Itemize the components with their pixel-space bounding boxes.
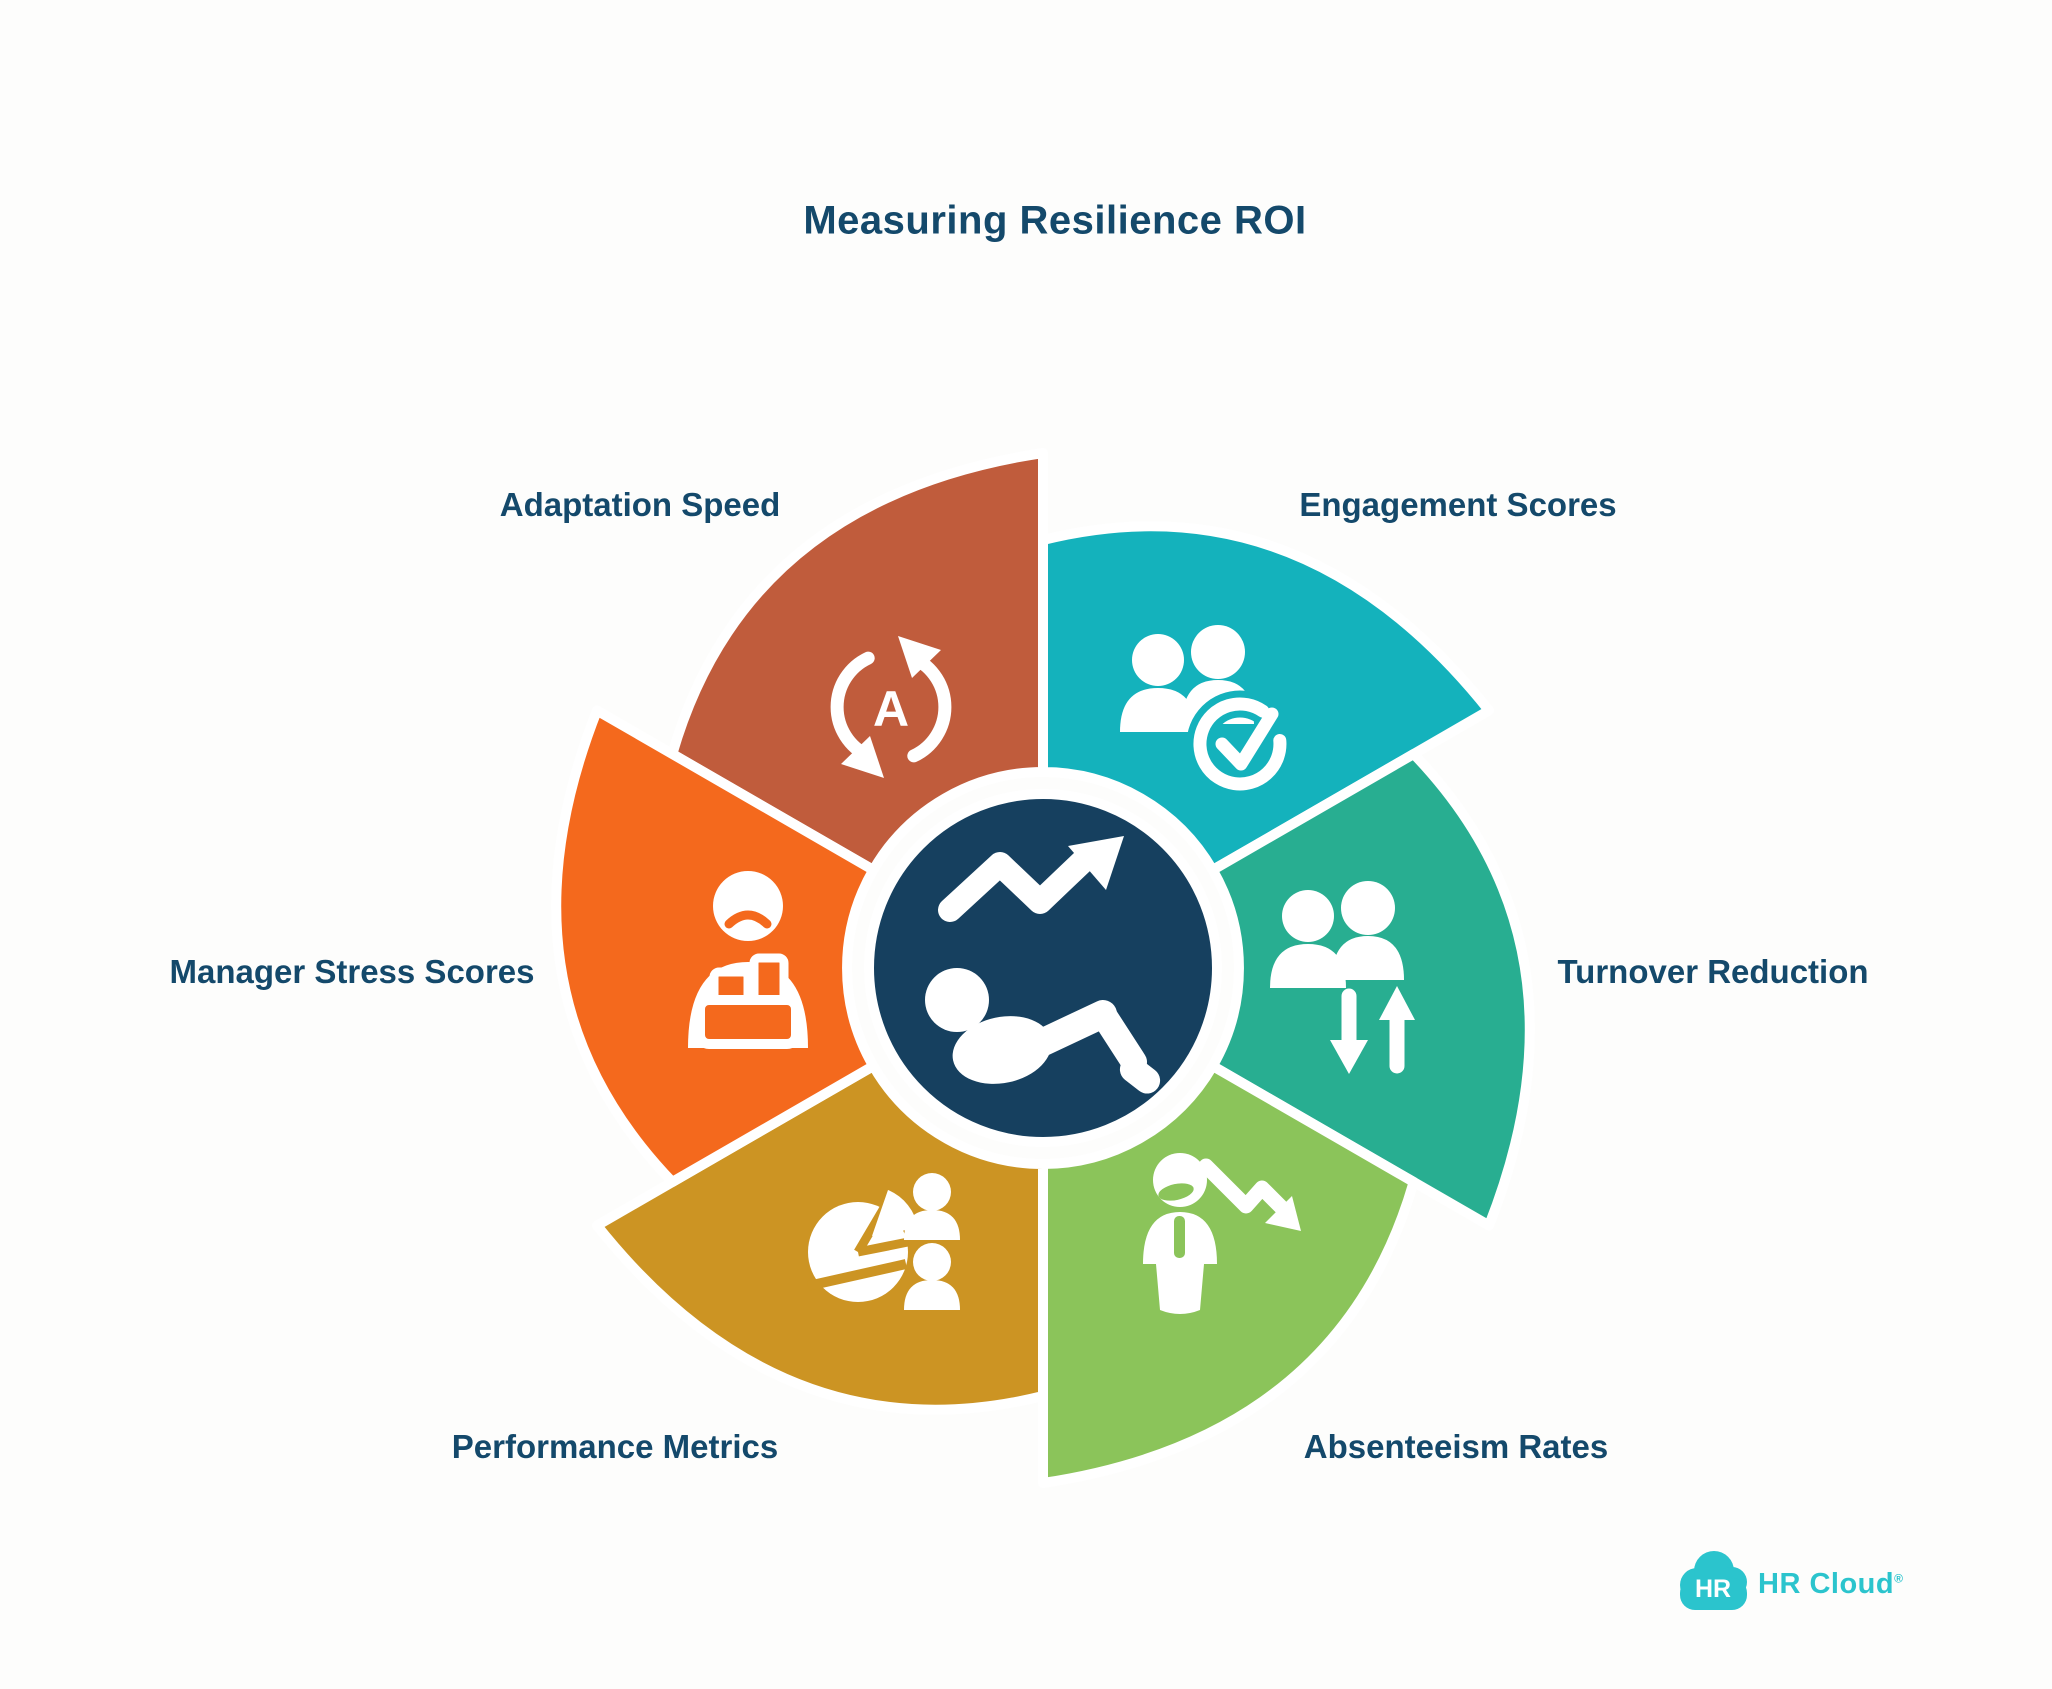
page-title: Measuring Resilience ROI	[803, 198, 1307, 243]
adaptation-refresh-icon: A	[830, 636, 952, 778]
figure-head	[925, 968, 989, 1032]
pie-wedge	[872, 1190, 918, 1236]
label-absenteeism-rates: Absenteeism Rates	[1303, 1428, 1609, 1465]
registered-mark: ®	[1894, 1571, 1904, 1586]
person-tie	[1174, 1216, 1185, 1258]
brand-text: HR Cloud	[1758, 1568, 1895, 1600]
person-absent-icon	[1143, 1153, 1301, 1314]
hrcloud-logo-badge: HR	[1680, 1551, 1747, 1610]
figure-torso	[952, 1016, 1052, 1084]
pie-cut-2	[857, 1237, 909, 1257]
check-circle-ring	[1193, 697, 1287, 791]
person-top-body	[904, 1210, 960, 1240]
person-front-head	[1132, 634, 1184, 686]
refresh-arrowhead-top	[898, 636, 941, 678]
person-bottom-body	[904, 1280, 960, 1310]
person-back-head	[1341, 881, 1395, 935]
desk	[695, 995, 801, 1049]
growth-arrow-line	[938, 850, 1094, 922]
person-front-body	[1270, 944, 1346, 988]
decline-arrow-line	[1198, 1158, 1292, 1218]
figure-foot	[1119, 1056, 1161, 1094]
person-back-body	[1332, 936, 1404, 980]
resilience-growth-icon	[925, 836, 1161, 1094]
growth-arrow-head	[1068, 836, 1124, 890]
person-front-head	[1282, 890, 1334, 942]
label-turnover-reduction: Turnover Reduction	[1557, 953, 1869, 990]
refresh-arc-right	[907, 651, 952, 763]
hrcloud-wordmark: HR Cloud®	[1758, 1568, 1903, 1601]
figure-shin	[1090, 1001, 1147, 1075]
person-mouth	[1158, 1183, 1194, 1201]
label-manager-stress-scores: Manager Stress Scores	[169, 953, 535, 990]
down-arrow-head	[1330, 1040, 1368, 1074]
adaptation-letter: A	[873, 681, 909, 737]
person-top-head	[913, 1173, 951, 1211]
decline-arrow-head	[1265, 1196, 1301, 1231]
person-front-body	[1120, 688, 1196, 732]
person-body	[1143, 1212, 1217, 1314]
people-check-icon	[1120, 625, 1294, 798]
logo-badge-text: HR	[1695, 1575, 1731, 1603]
label-adaptation-speed: Adaptation Speed	[499, 486, 781, 523]
refresh-arc-left	[830, 651, 875, 763]
manager-frown	[724, 910, 772, 929]
segment-blade-absenteeism-rates	[1038, 1061, 1419, 1488]
center-hub-circle	[864, 789, 1222, 1147]
people-turnover-icon	[1270, 881, 1415, 1074]
person-back-head	[1191, 625, 1245, 679]
manager-head	[713, 871, 783, 941]
refresh-arrowhead-bottom	[841, 736, 884, 778]
cloud-shape	[1680, 1578, 1747, 1610]
stressed-manager-icon	[688, 871, 808, 1049]
check-mark	[1215, 707, 1279, 771]
label-engagement-scores: Engagement Scores	[1299, 486, 1617, 523]
label-performance-metrics: Performance Metrics	[451, 1428, 779, 1465]
person-bottom-head	[913, 1243, 951, 1281]
segment-blade-manager-stress-scores	[551, 705, 879, 1187]
up-arrow-head	[1379, 986, 1415, 1020]
performance-pie-icon	[806, 1173, 960, 1310]
pie-cut-3	[806, 1259, 908, 1291]
